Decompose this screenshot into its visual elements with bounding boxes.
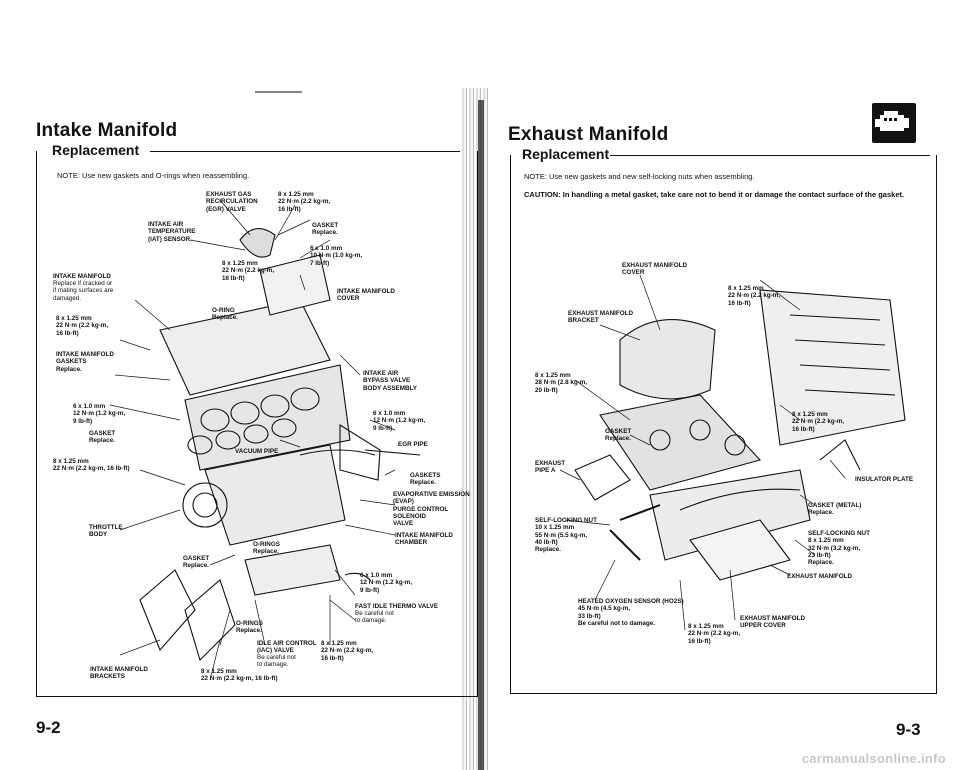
label-orings-low: O-RINGS Replace. <box>236 620 263 635</box>
label-lower-torque: 8 x 1.25 mm 22 N·m (2.2 kg-m, 16 lb-ft) <box>53 458 130 473</box>
label-bracket-torque: 8 x 1.25 mm 28 N·m (2.8 kg-m, 20 lb-ft) <box>535 372 588 394</box>
label-right-torque: 8 x 1.25 mm 22 N·m (2.2 kg-m, 16 lb-ft) <box>792 411 845 433</box>
exhaust-leader-lines <box>559 274 846 631</box>
left-page-number: 9-2 <box>36 718 61 737</box>
label-iac-torque: 8 x 1.25 mm 22 N·m (2.2 kg-m, 16 lb-ft) <box>321 640 374 662</box>
label-exhaust-cover: EXHAUST MANIFOLD COVER <box>622 262 688 277</box>
label-gasket-top: GASKET Replace. <box>312 222 339 237</box>
label-bottom-torque: 8 x 1.25 mm 22 N·m (2.2 kg-m, 16 lb-ft) <box>201 668 278 683</box>
label-throttle-body: THROTTLE BODY <box>89 524 123 539</box>
label-vacuum-pipe: VACUUM PIPE <box>235 448 279 455</box>
label-chamber: INTAKE MANIFOLD CHAMBER <box>395 532 453 547</box>
label-gasket-mid: GASKET Replace. <box>89 430 116 445</box>
intake-leader-lines <box>109 199 396 681</box>
engine-section-icon <box>872 103 916 143</box>
label-iat-torque: 8 x 1.25 mm 22 N·m (2.2 kg-m, 16 lb-ft) <box>222 260 275 282</box>
label-intake-manifold: INTAKE MANIFOLD <box>53 273 111 280</box>
left-section-title: Replacement <box>52 142 140 158</box>
label-egr-valve: EXHAUST GAS RECIRCULATION (EGR) VALVE <box>206 191 258 213</box>
label-gasket-metal: GASKET (METAL) Replace. <box>808 502 862 517</box>
right-page-number: 9-3 <box>896 720 921 739</box>
label-evap-valve: EVAPORATIVE EMISSION (EVAP) PURGE CONTRO… <box>393 491 470 528</box>
left-diagram-frame <box>36 151 478 697</box>
label-exhaust-pipe: EXHAUST PIPE A <box>535 460 566 475</box>
label-orings-mid: O-RINGS Replace. <box>253 541 280 556</box>
label-iac-note: Be careful not to damage. <box>257 654 296 669</box>
label-small-torque-right: 6 x 1.0 mm 12 N·m (1.2 kg-m, 9 lb-ft) <box>373 410 426 432</box>
label-exhaust-manifold: EXHAUST MANIFOLD <box>787 573 853 580</box>
left-note: NOTE: Use new gaskets and O-rings when r… <box>57 171 250 180</box>
right-note: NOTE: Use new gaskets and new self-locki… <box>524 172 755 181</box>
right-page-title: Exhaust Manifold <box>508 124 669 145</box>
label-manifold-gaskets: INTAKE MANIFOLD GASKETS Replace. <box>56 351 114 373</box>
label-egr-torque: 8 x 1.25 mm 22 N·m (2.2 kg-m, 16 lb-ft) <box>278 191 331 213</box>
right-caution: CAUTION: In handling a metal gasket, tak… <box>524 190 905 199</box>
book-spine-shadow <box>478 100 484 770</box>
label-self-lock-nut-left: SELF-LOCKING NUT 10 x 1.25 mm 55 N·m (5.… <box>535 517 597 554</box>
label-self-lock-nut-right: SELF-LOCKING NUT 8 x 1.25 mm 32 N·m (3.2… <box>808 530 870 567</box>
right-section-title: Replacement <box>522 146 610 162</box>
left-page-title: Intake Manifold <box>36 120 178 141</box>
label-oring-top: O-RING Replace. <box>212 307 238 322</box>
label-exhaust-gasket: GASKET Replace. <box>605 428 632 443</box>
label-gasket-low: GASKET Replace. <box>183 555 210 570</box>
label-iat-sensor: INTAKE AIR TEMPERATURE (IAT) SENSOR <box>148 221 196 243</box>
label-iac-valve: IDLE AIR CONTROL (IAC) VALVE <box>257 640 317 655</box>
label-gaskets-right: GASKETS Replace. <box>410 472 441 487</box>
label-egr-pipe: EGR PIPE <box>398 441 428 448</box>
right-diagram-frame <box>510 155 937 694</box>
exhaust-manifold-art <box>574 289 906 581</box>
label-exhaust-bracket: EXHAUST MANIFOLD BRACKET <box>568 310 634 325</box>
intake-manifold-art <box>139 228 421 662</box>
label-cover-torque: 8 x 1.25 mm 22 N·m (2.2 kg-m, 16 lb-ft) <box>728 285 781 307</box>
label-left-torque: 8 x 1.25 mm 22 N·m (2.2 kg-m, 16 lb-ft) <box>56 315 109 337</box>
label-fast-idle-note: Be careful not to damage. <box>355 610 394 625</box>
label-upper-cover: EXHAUST MANIFOLD UPPER COVER <box>740 615 806 630</box>
label-iab-valve: INTAKE AIR BYPASS VALVE BODY ASSEMBLY <box>363 370 418 392</box>
right-title-rule <box>610 155 930 156</box>
label-small-torque-left: 6 x 1.0 mm 12 N·m (1.2 kg-m, 9 lb-ft) <box>73 403 126 425</box>
label-fast-idle-valve: FAST IDLE THERMO VALVE <box>355 603 439 610</box>
label-manifold-note: Replace if cracked or if mating surfaces… <box>53 280 114 302</box>
watermark: carmanualsonline.info <box>801 751 946 766</box>
label-cover-torque: 6 x 1.0 mm 10 N·m (1.0 kg-m, 7 lb-ft) <box>310 245 363 267</box>
label-brackets: INTAKE MANIFOLD BRACKETS <box>90 666 148 681</box>
label-chamber-torque: 6 x 1.0 mm 12 N·m (1.2 kg-m, 9 lb-ft) <box>360 572 413 594</box>
label-insulator-plate: INSULATOR PLATE <box>855 476 914 483</box>
label-upper-torque: 8 x 1.25 mm 22 N·m (2.2 kg-m, 16 lb-ft) <box>688 623 741 645</box>
label-manifold-cover: INTAKE MANIFOLD COVER <box>337 288 395 303</box>
label-oxygen-sensor: HEATED OXYGEN SENSOR (HO2S) 45 N·m (4.5 … <box>578 598 684 627</box>
left-title-rule <box>150 151 460 152</box>
